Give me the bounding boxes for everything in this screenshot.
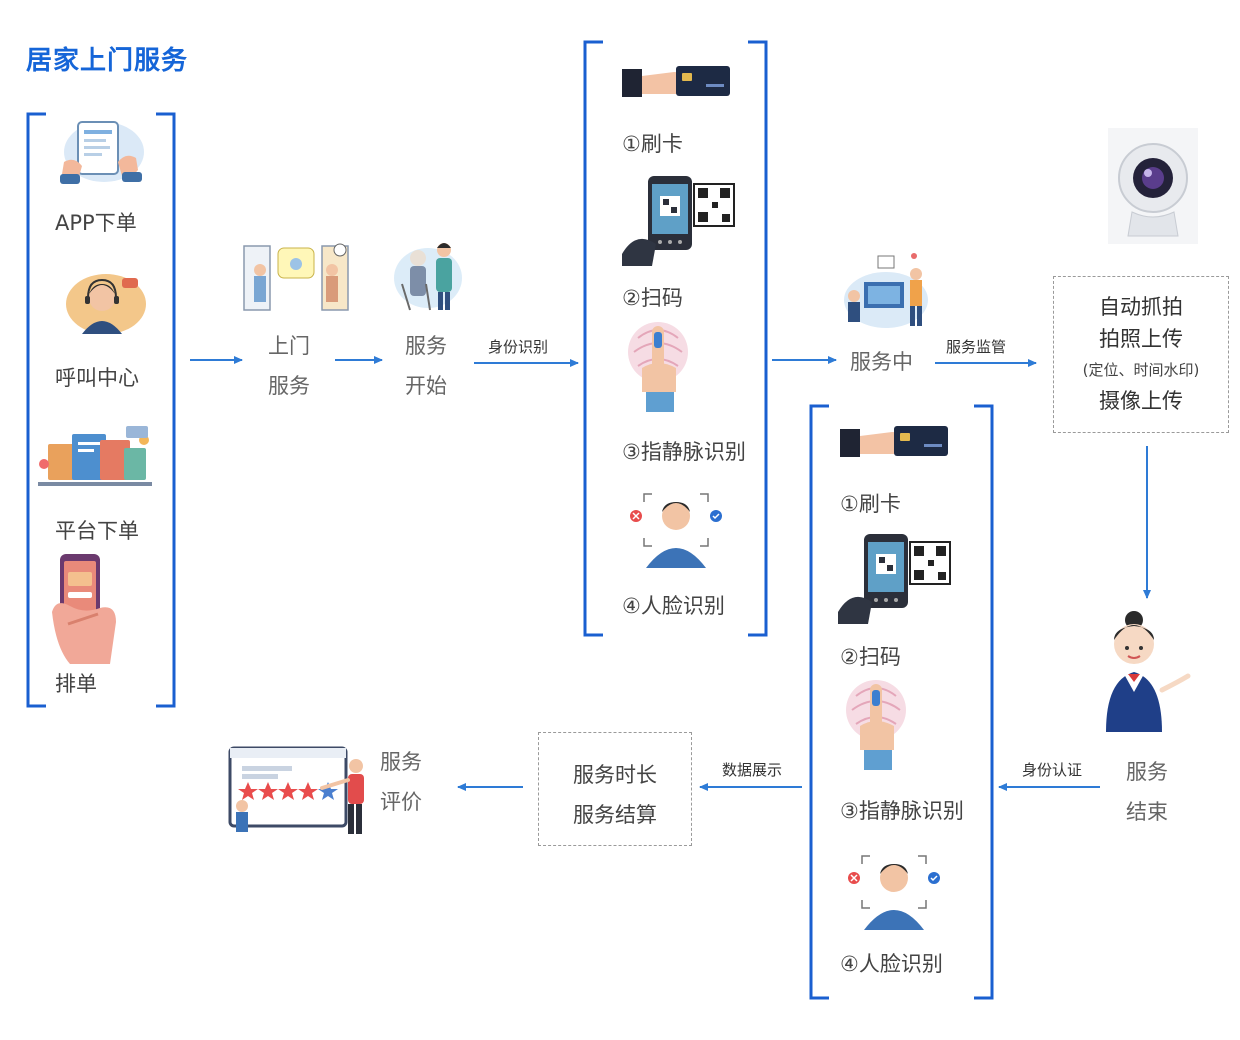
rating-board-icon (228, 746, 364, 834)
settlement-line-1: 服务时长 (573, 763, 657, 787)
face-recognition-icon (848, 855, 940, 930)
capture-line-4: 摄像上传 (1099, 389, 1183, 413)
arrow-label-data-display: 数据展示 (722, 761, 783, 779)
platform-screens-icon (38, 426, 152, 486)
call-center-agent-icon (66, 274, 146, 334)
end-verify-method-1: ①刷卡 (840, 492, 901, 516)
step-door-line2: 服务 (268, 374, 310, 398)
start-verify-method-1: ①刷卡 (622, 132, 683, 156)
step-end-line1: 服务 (1126, 760, 1168, 784)
card-swipe-icon (622, 66, 730, 97)
end-verify-method-2: ②扫码 (840, 645, 901, 669)
capture-line-2: 拍照上传 (1099, 327, 1183, 351)
order-channels-bracket (26, 112, 176, 708)
step-end-line2: 结束 (1126, 800, 1168, 824)
step-evaluation-line1: 服务 (380, 750, 422, 774)
qr-scan-icon (622, 176, 735, 266)
step-evaluation-line2: 评价 (380, 790, 422, 814)
phone-in-hand-icon (52, 554, 116, 664)
end-verification-bracket (809, 404, 994, 1000)
end-verify-method-4: ④人脸识别 (840, 952, 943, 976)
arrow-label-identity-authentication: 身份认证 (1022, 761, 1083, 779)
capture-line-1: 自动抓拍 (1099, 295, 1183, 319)
capture-line-3: (定位、时间水印) (1082, 361, 1200, 379)
channel-label-platform: 平台下单 (55, 519, 139, 543)
step-start-line1: 服务 (405, 334, 447, 358)
settlement-box: 服务时长 服务结算 (538, 732, 692, 846)
step-in-service: 服务中 (850, 350, 913, 374)
start-verify-method-2: ②扫码 (622, 286, 683, 310)
finger-vein-icon (846, 680, 906, 770)
channel-label-schedule: 排单 (55, 672, 97, 696)
step-start-line2: 开始 (405, 374, 447, 398)
door-visit-icon (243, 243, 349, 311)
start-verify-method-3: ③指静脉识别 (622, 440, 746, 464)
finger-vein-icon (628, 322, 688, 412)
webcam-icon (1108, 128, 1198, 244)
in-service-icon (844, 253, 928, 328)
card-swipe-icon (840, 426, 948, 457)
tablet-order-icon (60, 121, 144, 184)
page-title: 居家上门服务 (26, 46, 189, 76)
channel-label-callcenter: 呼叫中心 (55, 366, 139, 390)
arrow-label-service-supervision: 服务监管 (946, 338, 1007, 356)
service-staff-icon (1106, 611, 1191, 732)
arrow-label-identity-recognition: 身份识别 (488, 338, 549, 356)
face-recognition-icon (630, 493, 722, 568)
end-verify-method-3: ③指静脉识别 (840, 799, 964, 823)
step-door-line1: 上门 (268, 334, 310, 358)
caregiver-elder-icon (394, 243, 462, 311)
capture-upload-box: 自动抓拍 拍照上传 (定位、时间水印) 摄像上传 (1053, 276, 1229, 433)
qr-scan-icon (838, 534, 951, 624)
start-verify-method-4: ④人脸识别 (622, 594, 725, 618)
channel-label-app: APP下单 (55, 211, 137, 235)
settlement-line-2: 服务结算 (573, 803, 657, 827)
start-verification-bracket (583, 40, 768, 637)
